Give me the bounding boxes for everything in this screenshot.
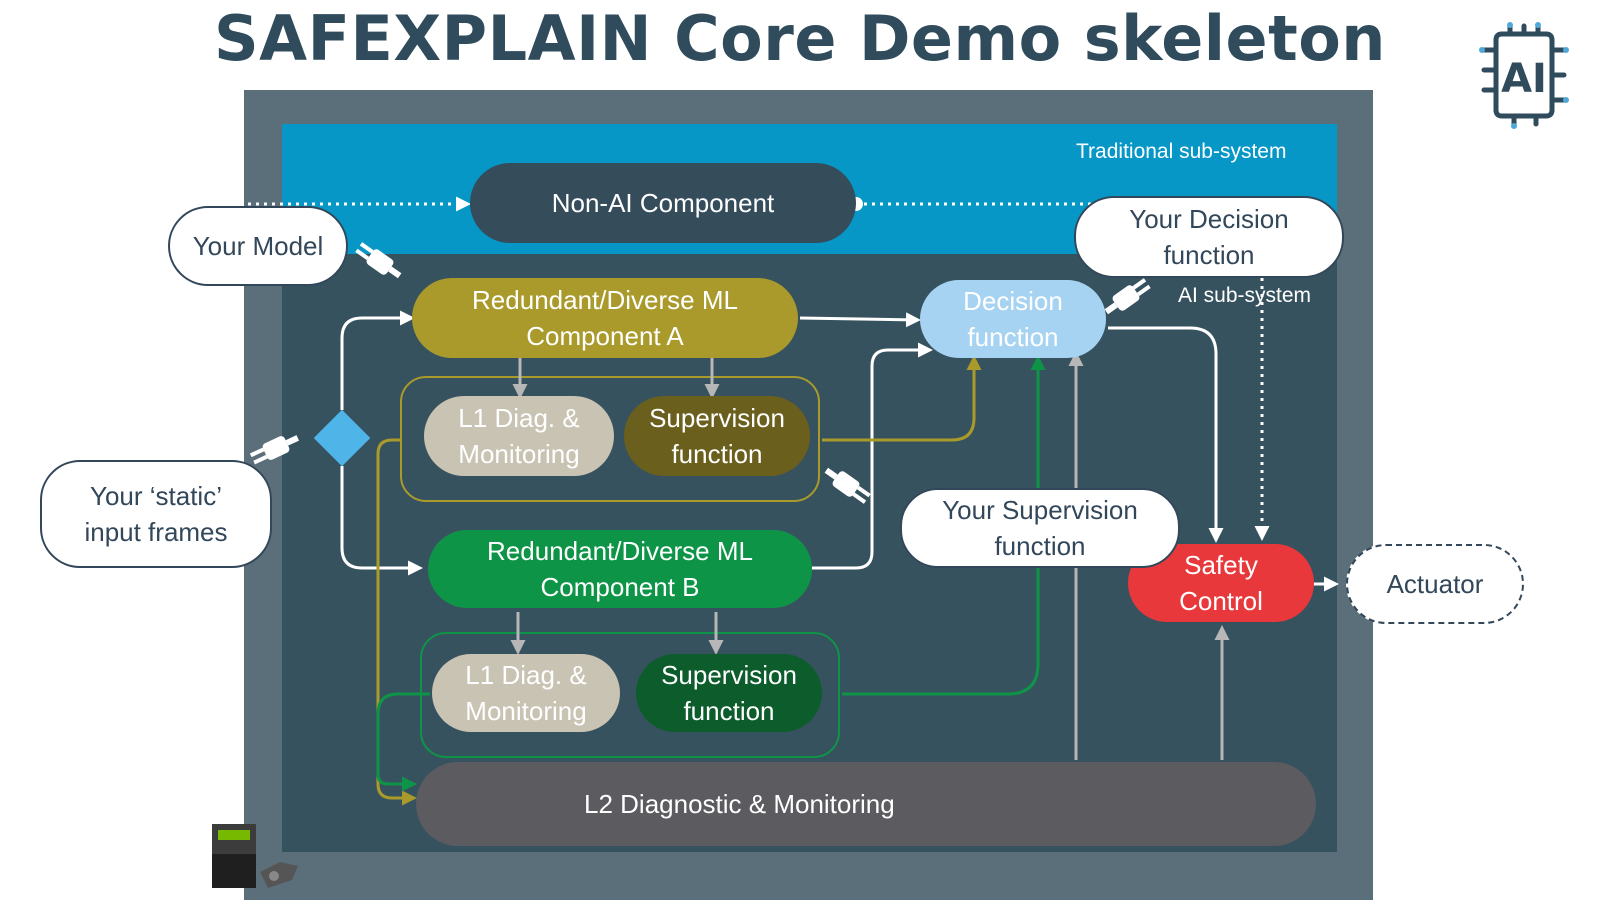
decision-plug-icon <box>1104 278 1151 315</box>
l1-a-to-l2 <box>376 438 417 806</box>
l1-diag-b: L1 Diag. & Monitoring <box>432 654 620 732</box>
supervision-function-a: Supervision function <box>624 396 810 476</box>
your-input-frames-box: Your ‘static’ input frames <box>40 460 272 568</box>
actuator-box: Actuator <box>1346 544 1524 624</box>
decision-function: Decision function <box>920 280 1106 358</box>
ai-chip-logo: AI <box>1474 20 1574 130</box>
splitter-to-component-b <box>340 466 423 576</box>
your-supervision-function-box: Your Supervision function <box>900 488 1180 568</box>
ml-component-a: Redundant/Diverse ML Component A <box>412 278 798 358</box>
ml-component-b: Redundant/Diverse ML Component B <box>428 530 812 608</box>
logo-text: AI <box>1501 56 1547 102</box>
supervision-a-to-decision <box>822 355 982 442</box>
l1-b-to-l2 <box>376 692 430 792</box>
traditional-subsystem-label: Traditional sub-system <box>1076 140 1287 163</box>
supervision-plug-icon <box>824 467 871 504</box>
l1-diag-a: L1 Diag. & Monitoring <box>424 396 614 476</box>
supervision-function-b: Supervision function <box>636 654 822 732</box>
input-splitter-diamond <box>313 409 371 467</box>
supervision-b-to-decision <box>842 355 1046 696</box>
non-ai-component: Non-AI Component <box>470 163 856 243</box>
model-plug-icon <box>355 242 402 279</box>
hardware-board-icon <box>208 818 308 898</box>
component-b-to-decision <box>812 342 933 570</box>
splitter-to-component-a <box>340 310 415 410</box>
l2-diagnostic-monitoring: L2 Diagnostic & Monitoring <box>416 762 1316 846</box>
input-plug-icon <box>249 435 300 465</box>
component-a-to-decision <box>799 312 921 328</box>
page-title: SAFEXPLAIN Core Demo skeleton <box>214 2 1386 75</box>
your-decision-function-box: Your Decision function <box>1074 196 1344 278</box>
your-model-box: Your Model <box>168 206 348 286</box>
ai-subsystem-label: AI sub-system <box>1178 284 1312 307</box>
decision-to-safety <box>1108 326 1224 543</box>
